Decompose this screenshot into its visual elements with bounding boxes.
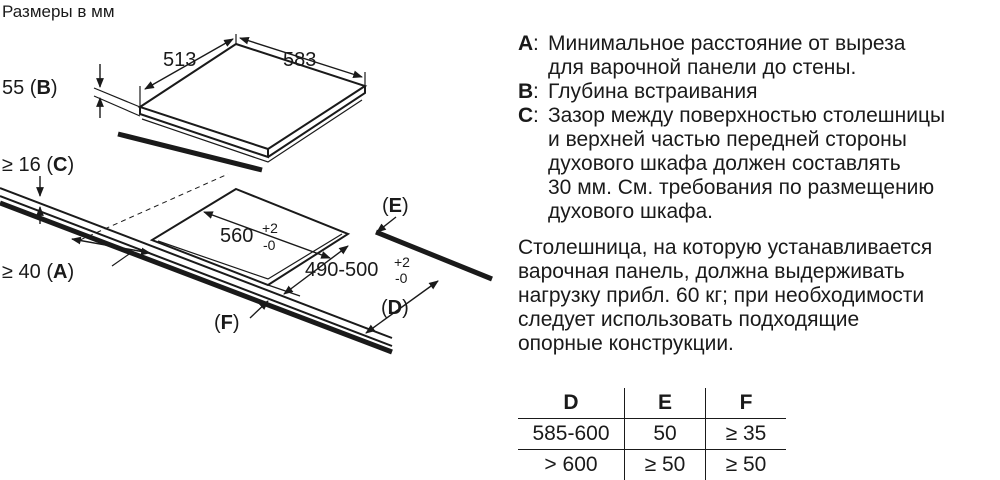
- clearance-table: D E F 585-600 50 ≥ 35 > 600 ≥ 50 ≥ 50: [518, 388, 786, 480]
- cutout-depth-tol-upper: +2: [394, 254, 410, 270]
- hob-depth-label: 513: [163, 49, 196, 71]
- table-row: > 600 ≥ 50 ≥ 50: [518, 449, 786, 480]
- cutout-depth-tol-lower: -0: [395, 270, 408, 286]
- c-key: C: [53, 154, 67, 176]
- note-line: Столешница, на которую устанавливается: [518, 236, 933, 259]
- cutout-depth-extension: [267, 284, 301, 297]
- legend-item-c: C: Зазор между поверхностью столешницы и…: [518, 104, 998, 224]
- note-line: варочная панель, должна выдерживать: [518, 260, 905, 283]
- legend-key: A: [518, 32, 534, 55]
- legend-text-line: для варочной панели до стены.: [548, 56, 857, 79]
- table-row: 585-600 50 ≥ 35: [518, 418, 786, 450]
- cutout-width-label: 560: [220, 225, 253, 247]
- note-line: следует использовать подходящие: [518, 308, 860, 331]
- legend-text-line: Зазор между поверхностью столешницы: [548, 104, 946, 127]
- dimensions-caption: Размеры в мм: [2, 2, 115, 21]
- wall-distance-a-leader: [111, 251, 133, 267]
- legend-item-b: B: Глубина встраивания: [518, 80, 998, 104]
- legend-key: B: [518, 80, 534, 103]
- f-callout: (F): [214, 312, 240, 334]
- table-header-cell: E: [624, 388, 706, 419]
- table-cell: 585-600: [518, 418, 625, 450]
- legend-item-a: A: Минимальное расстояние от выреза для …: [518, 32, 998, 80]
- countertop: [0, 131, 493, 355]
- b-key: B: [36, 77, 50, 99]
- cutout-depth-arrow: [283, 245, 349, 295]
- gap-c-label: ≥ 16 (C): [2, 154, 74, 176]
- d-key: D: [388, 297, 402, 319]
- wall-distance-a-label: ≥ 40 (A): [2, 261, 74, 283]
- table-header-cell: F: [705, 388, 786, 419]
- load-note: Столешница, на которую устанавливается в…: [518, 236, 998, 356]
- table-cell: ≥ 50: [624, 449, 706, 480]
- depth-b-label: 55 (B): [2, 77, 58, 99]
- table-header-row: D E F: [518, 388, 786, 419]
- table-cell: ≥ 35: [705, 418, 786, 450]
- legend-text-line: духового шкафа должен составлять: [548, 152, 901, 175]
- e-callout: (E): [382, 195, 409, 217]
- wall-distance-a-arrow: [71, 236, 151, 256]
- f-leader-arrow: [249, 300, 269, 319]
- legend-text-line: 30 мм. См. требования по размещению: [548, 176, 935, 199]
- cutout-width-tol-lower: -0: [263, 237, 276, 253]
- e-key: E: [389, 195, 402, 217]
- legend: A: Минимальное расстояние от выреза для …: [518, 32, 998, 224]
- hob-width-label: 583: [283, 49, 316, 71]
- note-line: нагрузку прибл. 60 кг; при необходимости: [518, 284, 925, 307]
- legend-text-line: и верхней частью передней стороны: [548, 128, 907, 151]
- note-line: опорные конструкции.: [518, 332, 734, 355]
- cutout-depth-label: 490-500: [305, 259, 378, 281]
- cutout-width-tol-upper: +2: [262, 220, 278, 236]
- legend-text-line: духового шкафа.: [548, 200, 713, 223]
- legend-text-line: Глубина встраивания: [548, 80, 758, 103]
- table-cell: 50: [624, 418, 706, 450]
- hob-dimension-lines: [139, 34, 366, 107]
- d-callout: (D): [381, 297, 409, 319]
- table-header-cell: D: [518, 388, 625, 419]
- legend-key: C: [518, 104, 534, 127]
- f-key: F: [221, 312, 233, 334]
- d-dimension-arrow: [365, 280, 439, 334]
- a-key: A: [53, 261, 67, 283]
- e-leader-arrow: [376, 216, 397, 233]
- legend-text-line: Минимальное расстояние от выреза: [548, 32, 906, 55]
- wall-reference-line: [79, 173, 229, 241]
- table-cell: ≥ 50: [705, 449, 786, 480]
- depth-b-dimension: [93, 64, 141, 118]
- table-cell: > 600: [544, 453, 598, 476]
